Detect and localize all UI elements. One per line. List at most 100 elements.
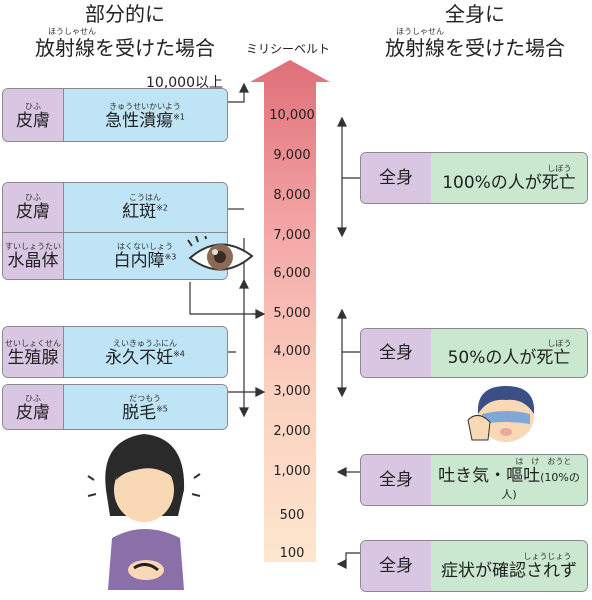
connector-ulcer: [228, 90, 245, 103]
partial-label-column: [3, 183, 63, 279]
partial-organ-cell: ひふ皮膚: [3, 183, 63, 232]
partial-organ-cell: せいしょくせん生殖腺: [3, 327, 63, 377]
effect-label: 白内障: [113, 251, 165, 271]
whole-label-cell: 全身: [361, 455, 431, 505]
partial-text-column: [63, 385, 227, 429]
partial-box-sterility: せいしょくせん生殖腺えいきゅうふにん永久不妊※4: [2, 326, 228, 378]
partial-box-ulcer: ひふ皮膚きゅうせいかいよう急性潰瘍※1: [2, 88, 228, 142]
whole-effect-label: 100%の人が死亡: [442, 172, 576, 193]
whole-effect-note: (10%の人): [501, 471, 580, 501]
whole-label: 全身: [379, 555, 413, 576]
effect-note: ※5: [156, 403, 168, 413]
left-heading-line2: 放射線を受けた場合: [35, 36, 215, 60]
right-heading-line1: 全身に: [445, 2, 505, 26]
organ-ruby: せいしょくせん: [5, 338, 61, 348]
partial-text-column: [63, 327, 227, 377]
whole-label-cell: 全身: [361, 329, 431, 377]
organ-ruby: ひふ: [25, 393, 41, 403]
scale-tick-label: 8,000: [273, 188, 311, 203]
organ-label: 生殖腺: [7, 347, 59, 368]
partial-label-column: [3, 385, 63, 429]
scale-tick-label: 100: [279, 546, 305, 561]
whole-effect-ruby: しぼう: [547, 338, 572, 348]
scale-arrow-head: [250, 60, 330, 562]
scale-tick-label: 3,000: [273, 384, 311, 399]
partial-label-column: [3, 89, 63, 141]
partial-effect-cell: だつもう脱毛※5: [63, 385, 227, 429]
partial-label-column: [3, 327, 63, 377]
effect-label: 脱毛: [122, 402, 157, 423]
partial-organ-cell: ひふ皮膚: [3, 385, 63, 429]
organ-ruby: ひふ: [25, 193, 41, 202]
whole-label-cell: 全身: [361, 153, 431, 203]
scale-tick-label: 9,000: [273, 148, 311, 163]
effect-note: ※4: [173, 348, 185, 358]
whole-label: 全身: [379, 342, 413, 363]
connector-no-symptoms: [345, 552, 360, 560]
left-heading-line1: 部分的に: [85, 2, 165, 26]
unit-label: ミリシーベルト: [246, 42, 331, 56]
effect-note: ※3: [164, 252, 177, 262]
partial-effect-cell: こうはん紅斑※2: [63, 183, 227, 232]
scale-tick-label: 6,000: [273, 266, 311, 281]
effect-ruby: きゅうせいかいよう: [109, 101, 181, 111]
whole-effect-ruby: しぼう: [547, 163, 572, 173]
whole-label-cell: 全身: [361, 541, 431, 591]
scale-tick-label: 5,000: [273, 306, 311, 321]
whole-label: 全身: [379, 167, 413, 188]
partial-organ-cell: すいしょうたい水晶体: [3, 232, 63, 279]
effect-label: 永久不妊: [105, 347, 174, 368]
organ-ruby: ひふ: [25, 101, 41, 111]
eye-illustration: [187, 236, 254, 271]
hair-loss-woman-illustration: [87, 434, 201, 590]
right-heading-line2: 放射線を受けた場合: [385, 36, 565, 60]
scale-tick-label: 7,000: [273, 228, 311, 243]
effect-ruby: こうはん: [129, 193, 161, 202]
organ-label: 水晶体: [7, 251, 59, 271]
sick-person-illustration: [467, 386, 535, 442]
partial-effect-cell: えいきゅうふにん永久不妊※4: [63, 327, 227, 377]
effect-ruby: はくないしょう: [117, 242, 173, 251]
whole-effect-cell: は け おうと吐き気・嘔吐(10%の人): [431, 455, 587, 505]
partial-text-column: [63, 89, 227, 141]
scale-tick-label: 4,000: [273, 344, 311, 359]
top-label: 10,000以上: [146, 75, 223, 91]
effect-label: 急性潰瘍: [105, 110, 174, 131]
partial-organ-cell: ひふ皮膚: [3, 89, 63, 141]
whole-effect-ruby: は け おうと: [515, 457, 572, 466]
scale-tick-label: 500: [279, 508, 305, 523]
left-heading-ruby: ほうしゃせん: [48, 27, 96, 36]
whole-label: 全身: [379, 469, 413, 490]
right-heading: 全身に ほうしゃせん 放射線を受けた場合: [358, 4, 592, 58]
right-heading-ruby: ほうしゃせん: [396, 27, 444, 36]
organ-label: 皮膚: [16, 110, 50, 131]
connector-cataract: [189, 282, 258, 315]
whole-box-no-symptoms: 全身しょうじょう症状が確認されず: [360, 540, 588, 592]
whole-effect-cell: しょうじょう症状が確認されず: [431, 541, 587, 591]
partial-effect-cell: きゅうせいかいよう急性潰瘍※1: [63, 89, 227, 141]
whole-box-nausea: 全身は け おうと吐き気・嘔吐(10%の人): [360, 454, 588, 506]
scale-tick-label: 10,000: [269, 108, 315, 123]
organ-label: 皮膚: [16, 202, 50, 222]
whole-effect-label: 吐き気・嘔吐: [438, 466, 541, 486]
dose-scale-bar: [250, 60, 330, 562]
effect-ruby: えいきゅうふにん: [113, 338, 177, 348]
organ-label: 皮膚: [16, 402, 50, 423]
effect-label: 紅斑: [122, 202, 157, 222]
effect-note: ※2: [156, 203, 168, 213]
left-heading: 部分的に ほうしゃせん 放射線を受けた場合: [10, 4, 240, 58]
organ-ruby: すいしょうたい: [5, 242, 61, 251]
effect-ruby: だつもう: [129, 393, 161, 403]
whole-effect-label: 50%の人が死亡: [447, 347, 571, 368]
scale-tick-label: 2,000: [273, 424, 311, 439]
partial-effect-cell: はくないしょう白内障※3: [63, 232, 227, 279]
scale-tick-label: 1,000: [273, 464, 311, 479]
whole-effect-ruby: しょうじょう: [523, 551, 572, 561]
effect-note: ※1: [173, 111, 185, 121]
whole-effect-label: 症状が確認されず: [441, 560, 577, 581]
